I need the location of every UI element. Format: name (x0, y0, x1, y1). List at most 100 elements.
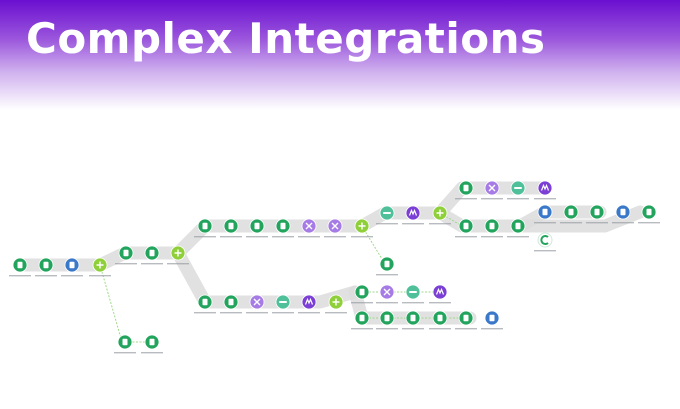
module-node-36 (325, 294, 347, 314)
module-caption (560, 222, 582, 224)
file-glyph (280, 222, 286, 230)
module-node-5 (141, 245, 163, 265)
file-glyph (620, 208, 626, 216)
module-caption (376, 223, 398, 225)
module-caption (351, 302, 373, 304)
module-node-15 (402, 205, 424, 225)
module-caption (638, 222, 660, 224)
module-node-6 (167, 245, 189, 265)
file-glyph (437, 314, 443, 322)
module-caption (220, 312, 242, 314)
module-node-2 (61, 257, 83, 277)
module-caption (9, 275, 31, 277)
module-node-12 (324, 218, 346, 238)
module-caption (455, 236, 477, 238)
module-node-9 (246, 218, 268, 238)
module-caption (376, 274, 398, 276)
file-glyph (69, 261, 75, 269)
module-caption (194, 312, 216, 314)
tools-glyph (488, 184, 496, 192)
branch-connector-0 (99, 264, 123, 343)
module-node-30 (376, 256, 398, 276)
file-glyph (17, 261, 23, 269)
module-caption (141, 263, 163, 265)
module-node-4 (115, 245, 137, 265)
file-glyph (568, 208, 574, 216)
module-node-34 (272, 294, 294, 314)
module-caption (507, 236, 529, 238)
module-caption (272, 312, 294, 314)
module-node-44 (429, 310, 451, 330)
module-node-16 (429, 205, 451, 225)
tools-glyph (253, 298, 261, 306)
module-caption (534, 222, 556, 224)
module-node-23 (612, 204, 634, 224)
module-node-27 (507, 180, 529, 200)
file-glyph (463, 222, 469, 230)
module-caption (507, 198, 529, 200)
module-caption (534, 250, 556, 252)
router-glyph (332, 298, 340, 306)
module-caption (376, 302, 398, 304)
module-caption (402, 223, 424, 225)
router-glyph (174, 249, 182, 257)
make-glyph (304, 297, 314, 305)
http-glyph (279, 301, 287, 303)
module-caption (114, 352, 136, 354)
module-node-14 (376, 205, 398, 225)
file-glyph (254, 222, 260, 230)
module-caption (298, 312, 320, 314)
module-node-25 (455, 180, 477, 200)
module-caption (167, 263, 189, 265)
module-node-17 (455, 218, 477, 238)
module-caption (220, 236, 242, 238)
module-caption (455, 198, 477, 200)
module-node-47 (114, 334, 136, 354)
file-glyph (359, 314, 365, 322)
module-caption (481, 198, 503, 200)
module-node-20 (534, 204, 556, 224)
tools-glyph (305, 222, 313, 230)
module-caption (246, 312, 268, 314)
file-glyph (463, 314, 469, 322)
module-node-42 (376, 310, 398, 330)
file-glyph (384, 314, 390, 322)
module-caption (402, 328, 424, 330)
module-node-40 (429, 284, 451, 304)
router-glyph (96, 261, 104, 269)
module-node-43 (402, 310, 424, 330)
module-node-28 (534, 180, 556, 200)
module-caption (194, 236, 216, 238)
module-caption (481, 236, 503, 238)
router-glyph (436, 209, 444, 217)
module-node-18 (481, 218, 503, 238)
module-node-13 (351, 218, 373, 238)
module-caption (298, 236, 320, 238)
module-node-3 (89, 257, 111, 277)
module-caption (272, 236, 294, 238)
file-glyph (463, 184, 469, 192)
module-caption (429, 302, 451, 304)
module-node-37 (351, 284, 373, 304)
tools-glyph (331, 222, 339, 230)
module-node-31 (194, 294, 216, 314)
tools-glyph (383, 288, 391, 296)
file-glyph (149, 249, 155, 257)
file-glyph (122, 338, 128, 346)
file-glyph (202, 222, 208, 230)
file-glyph (542, 208, 548, 216)
module-node-29 (534, 232, 556, 252)
module-node-11 (298, 218, 320, 238)
file-glyph (228, 298, 234, 306)
module-node-48 (141, 334, 163, 354)
make-glyph (408, 208, 418, 216)
file-glyph (359, 288, 365, 296)
module-caption (246, 236, 268, 238)
module-caption (429, 328, 451, 330)
module-caption (89, 275, 111, 277)
file-glyph (489, 314, 495, 322)
module-caption (612, 222, 634, 224)
module-node-26 (481, 180, 503, 200)
connector-glyph (540, 235, 549, 245)
